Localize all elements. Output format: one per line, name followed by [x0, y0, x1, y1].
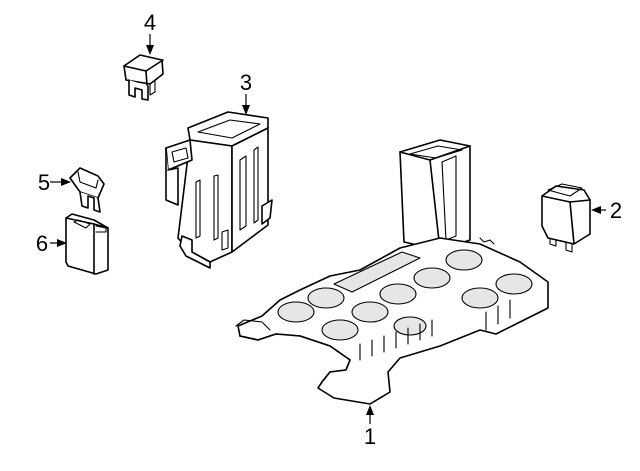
part-5-fuse — [69, 167, 105, 213]
leader-3 — [242, 94, 250, 115]
leader-6 — [50, 239, 67, 247]
leader-5 — [50, 178, 71, 186]
callout-1: 1 — [364, 424, 376, 449]
leader-1 — [366, 405, 374, 424]
callout-5: 5 — [38, 170, 50, 195]
part-4-clip — [123, 54, 164, 101]
part-3-holder — [165, 111, 273, 269]
part-6-cover — [65, 213, 109, 275]
part-1-base — [235, 139, 549, 405]
part-2-relay — [541, 183, 591, 253]
callout-2: 2 — [610, 198, 622, 223]
callout-4: 4 — [144, 10, 156, 35]
leader-4 — [146, 34, 154, 55]
callout-6: 6 — [36, 231, 48, 256]
leader-2 — [591, 206, 606, 214]
callout-3: 3 — [240, 70, 252, 95]
